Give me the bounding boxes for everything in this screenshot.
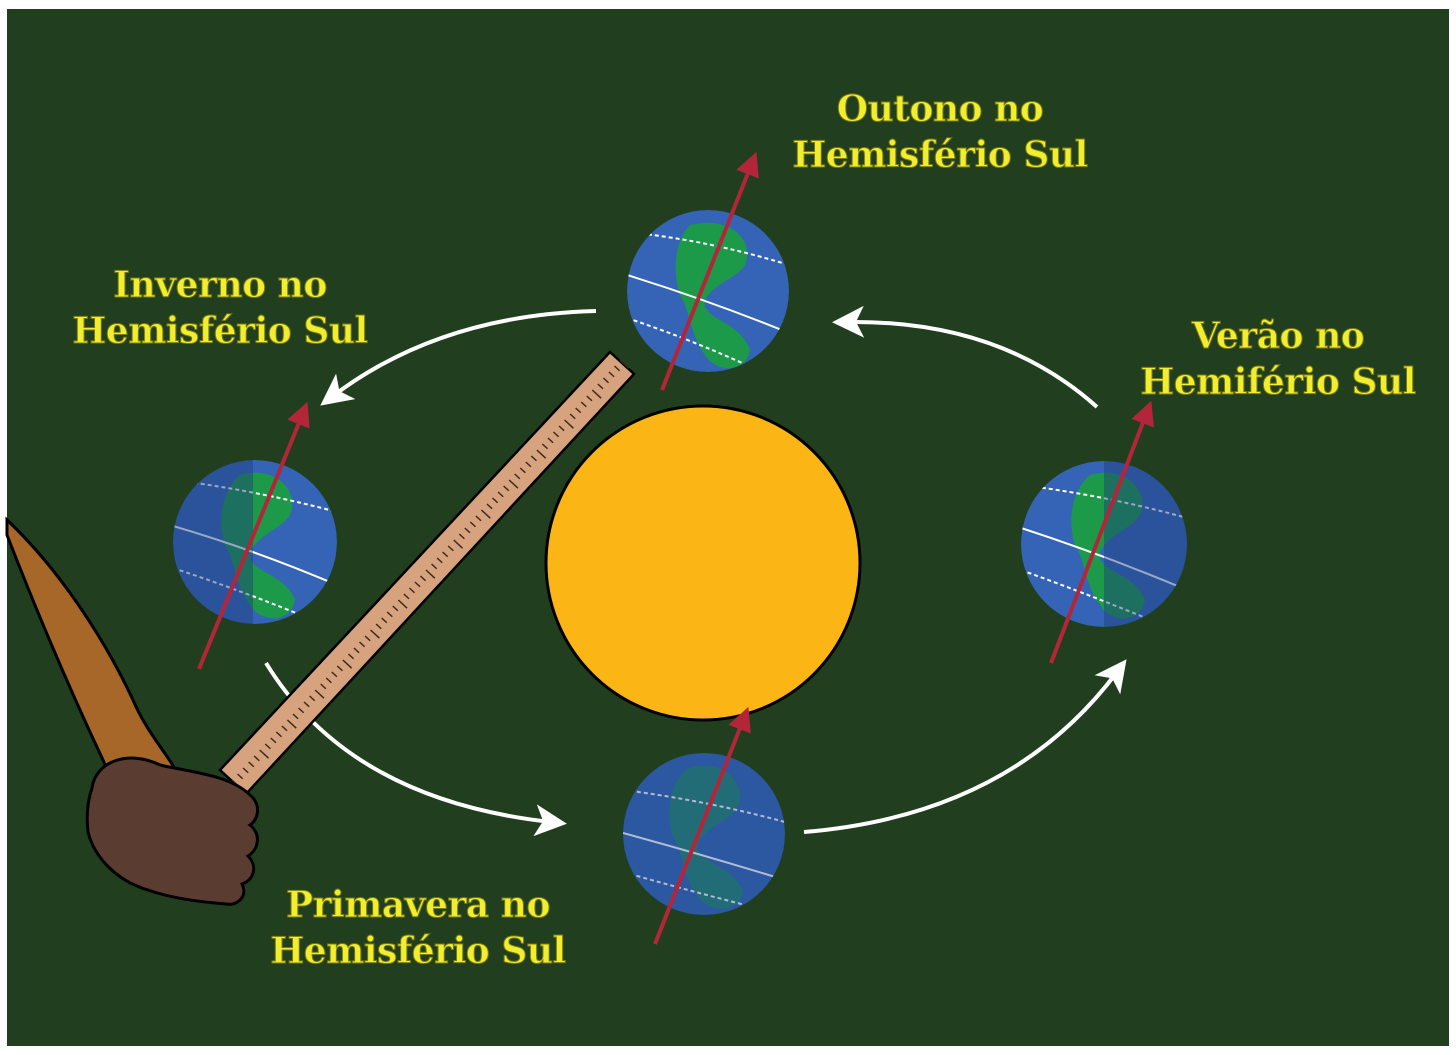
ruler-tick — [298, 707, 305, 714]
ruler-tick — [237, 773, 244, 780]
ruler-tick — [564, 419, 574, 429]
ruler-tick — [431, 563, 438, 570]
ruler-tick — [292, 713, 299, 720]
ruler-icon — [218, 350, 636, 796]
ruler-tick — [286, 719, 297, 729]
ruler-tick — [547, 437, 554, 444]
label-summer-line1: Verão no — [1191, 315, 1365, 358]
label-winter-line2: Hemisfério Sul — [72, 310, 369, 353]
earth-globe-icon — [627, 151, 789, 391]
ruler-tick — [464, 527, 471, 534]
label-autumn-line1: Outono no — [836, 88, 1044, 131]
ruler-tick — [497, 491, 504, 498]
ruler-tick — [492, 497, 499, 504]
ruler-tick — [541, 443, 549, 450]
ruler-tick — [447, 545, 454, 552]
ruler-tick — [347, 653, 355, 660]
hand-icon — [85, 756, 259, 906]
ruler-tick — [591, 389, 602, 399]
earth-globe-icon — [1021, 400, 1187, 664]
label-spring: Primavera no Hemisfério Sul — [248, 882, 588, 974]
ruler-tick — [503, 485, 510, 492]
ruler-tick — [508, 479, 519, 489]
ruler-tick — [331, 671, 338, 678]
ruler-tick — [259, 749, 270, 759]
label-winter-line1: Inverno no — [113, 264, 328, 307]
ruler-tick — [580, 401, 587, 408]
ruler-tick — [536, 449, 547, 459]
ruler-tick — [469, 521, 476, 528]
orbit-arrow-spring-to-summer — [803, 659, 1127, 834]
ruler-tick — [486, 503, 493, 510]
ruler-tick — [597, 383, 604, 390]
ruler-tick — [586, 395, 593, 402]
ruler-tick — [480, 509, 491, 519]
ruler-tick — [552, 431, 560, 438]
ruler-tick — [314, 689, 325, 699]
ruler-tick — [613, 365, 621, 372]
label-autumn: Outono no Hemisfério Sul — [770, 86, 1110, 178]
ruler-tick — [436, 557, 443, 564]
ruler-tick — [519, 467, 526, 474]
ruler-tick — [264, 743, 271, 750]
label-winter: Inverno no Hemisfério Sul — [50, 262, 390, 354]
ruler-tick — [325, 677, 332, 684]
ruler-tick — [403, 593, 410, 600]
ruler-tick — [270, 737, 277, 744]
orbit-arrow-autumn-to-winter — [320, 309, 597, 406]
label-spring-line1: Primavera no — [286, 884, 551, 927]
ruler-tick — [575, 407, 582, 414]
ruler-tick — [381, 617, 388, 624]
ruler-tick — [358, 641, 366, 648]
ruler-tick — [242, 767, 249, 774]
earth-globe-icon — [173, 401, 337, 670]
label-summer-line2: Hemifério Sul — [1140, 361, 1417, 404]
ruler-tick — [530, 455, 537, 462]
ruler-tick — [525, 461, 532, 468]
ruler-tick — [353, 647, 360, 654]
label-spring-line2: Hemisfério Sul — [270, 930, 567, 973]
ruler-tick — [303, 701, 310, 708]
ruler-tick — [336, 665, 343, 672]
ruler-tick — [364, 635, 371, 642]
ruler-tick — [442, 551, 449, 558]
ruler-tick — [275, 731, 282, 738]
ruler-tick — [386, 611, 393, 618]
ruler-tick — [253, 755, 260, 762]
ruler-tick — [608, 371, 615, 378]
ruler-tick — [320, 683, 327, 690]
ruler-tick — [375, 623, 382, 630]
ruler-tick — [248, 761, 255, 768]
ruler-tick — [392, 605, 399, 612]
ruler-tick — [425, 569, 436, 579]
ruler-tick — [514, 473, 521, 480]
ruler-tick — [397, 599, 408, 609]
orbit-arrow-summer-to-autumn — [832, 305, 1099, 409]
ruler-tick — [370, 629, 380, 639]
ruler-tick — [419, 575, 427, 582]
ruler-tick — [569, 413, 576, 420]
earth-globe-icon — [623, 706, 785, 945]
sun-circle — [544, 404, 862, 722]
ruler-tick — [558, 425, 565, 432]
ruler-tick — [408, 587, 416, 594]
ruler-tick — [458, 533, 465, 540]
label-summer: Verão no Hemifério Sul — [1108, 313, 1448, 405]
ruler-tick — [414, 581, 421, 588]
ruler-tick — [453, 539, 464, 549]
ruler-tick — [475, 515, 482, 522]
ruler-tick — [342, 659, 353, 669]
ruler-tick — [281, 725, 288, 732]
ruler-tick — [619, 359, 630, 369]
ruler-tick — [602, 377, 610, 384]
label-autumn-line2: Hemisfério Sul — [792, 134, 1089, 177]
ruler-tick — [309, 695, 316, 702]
